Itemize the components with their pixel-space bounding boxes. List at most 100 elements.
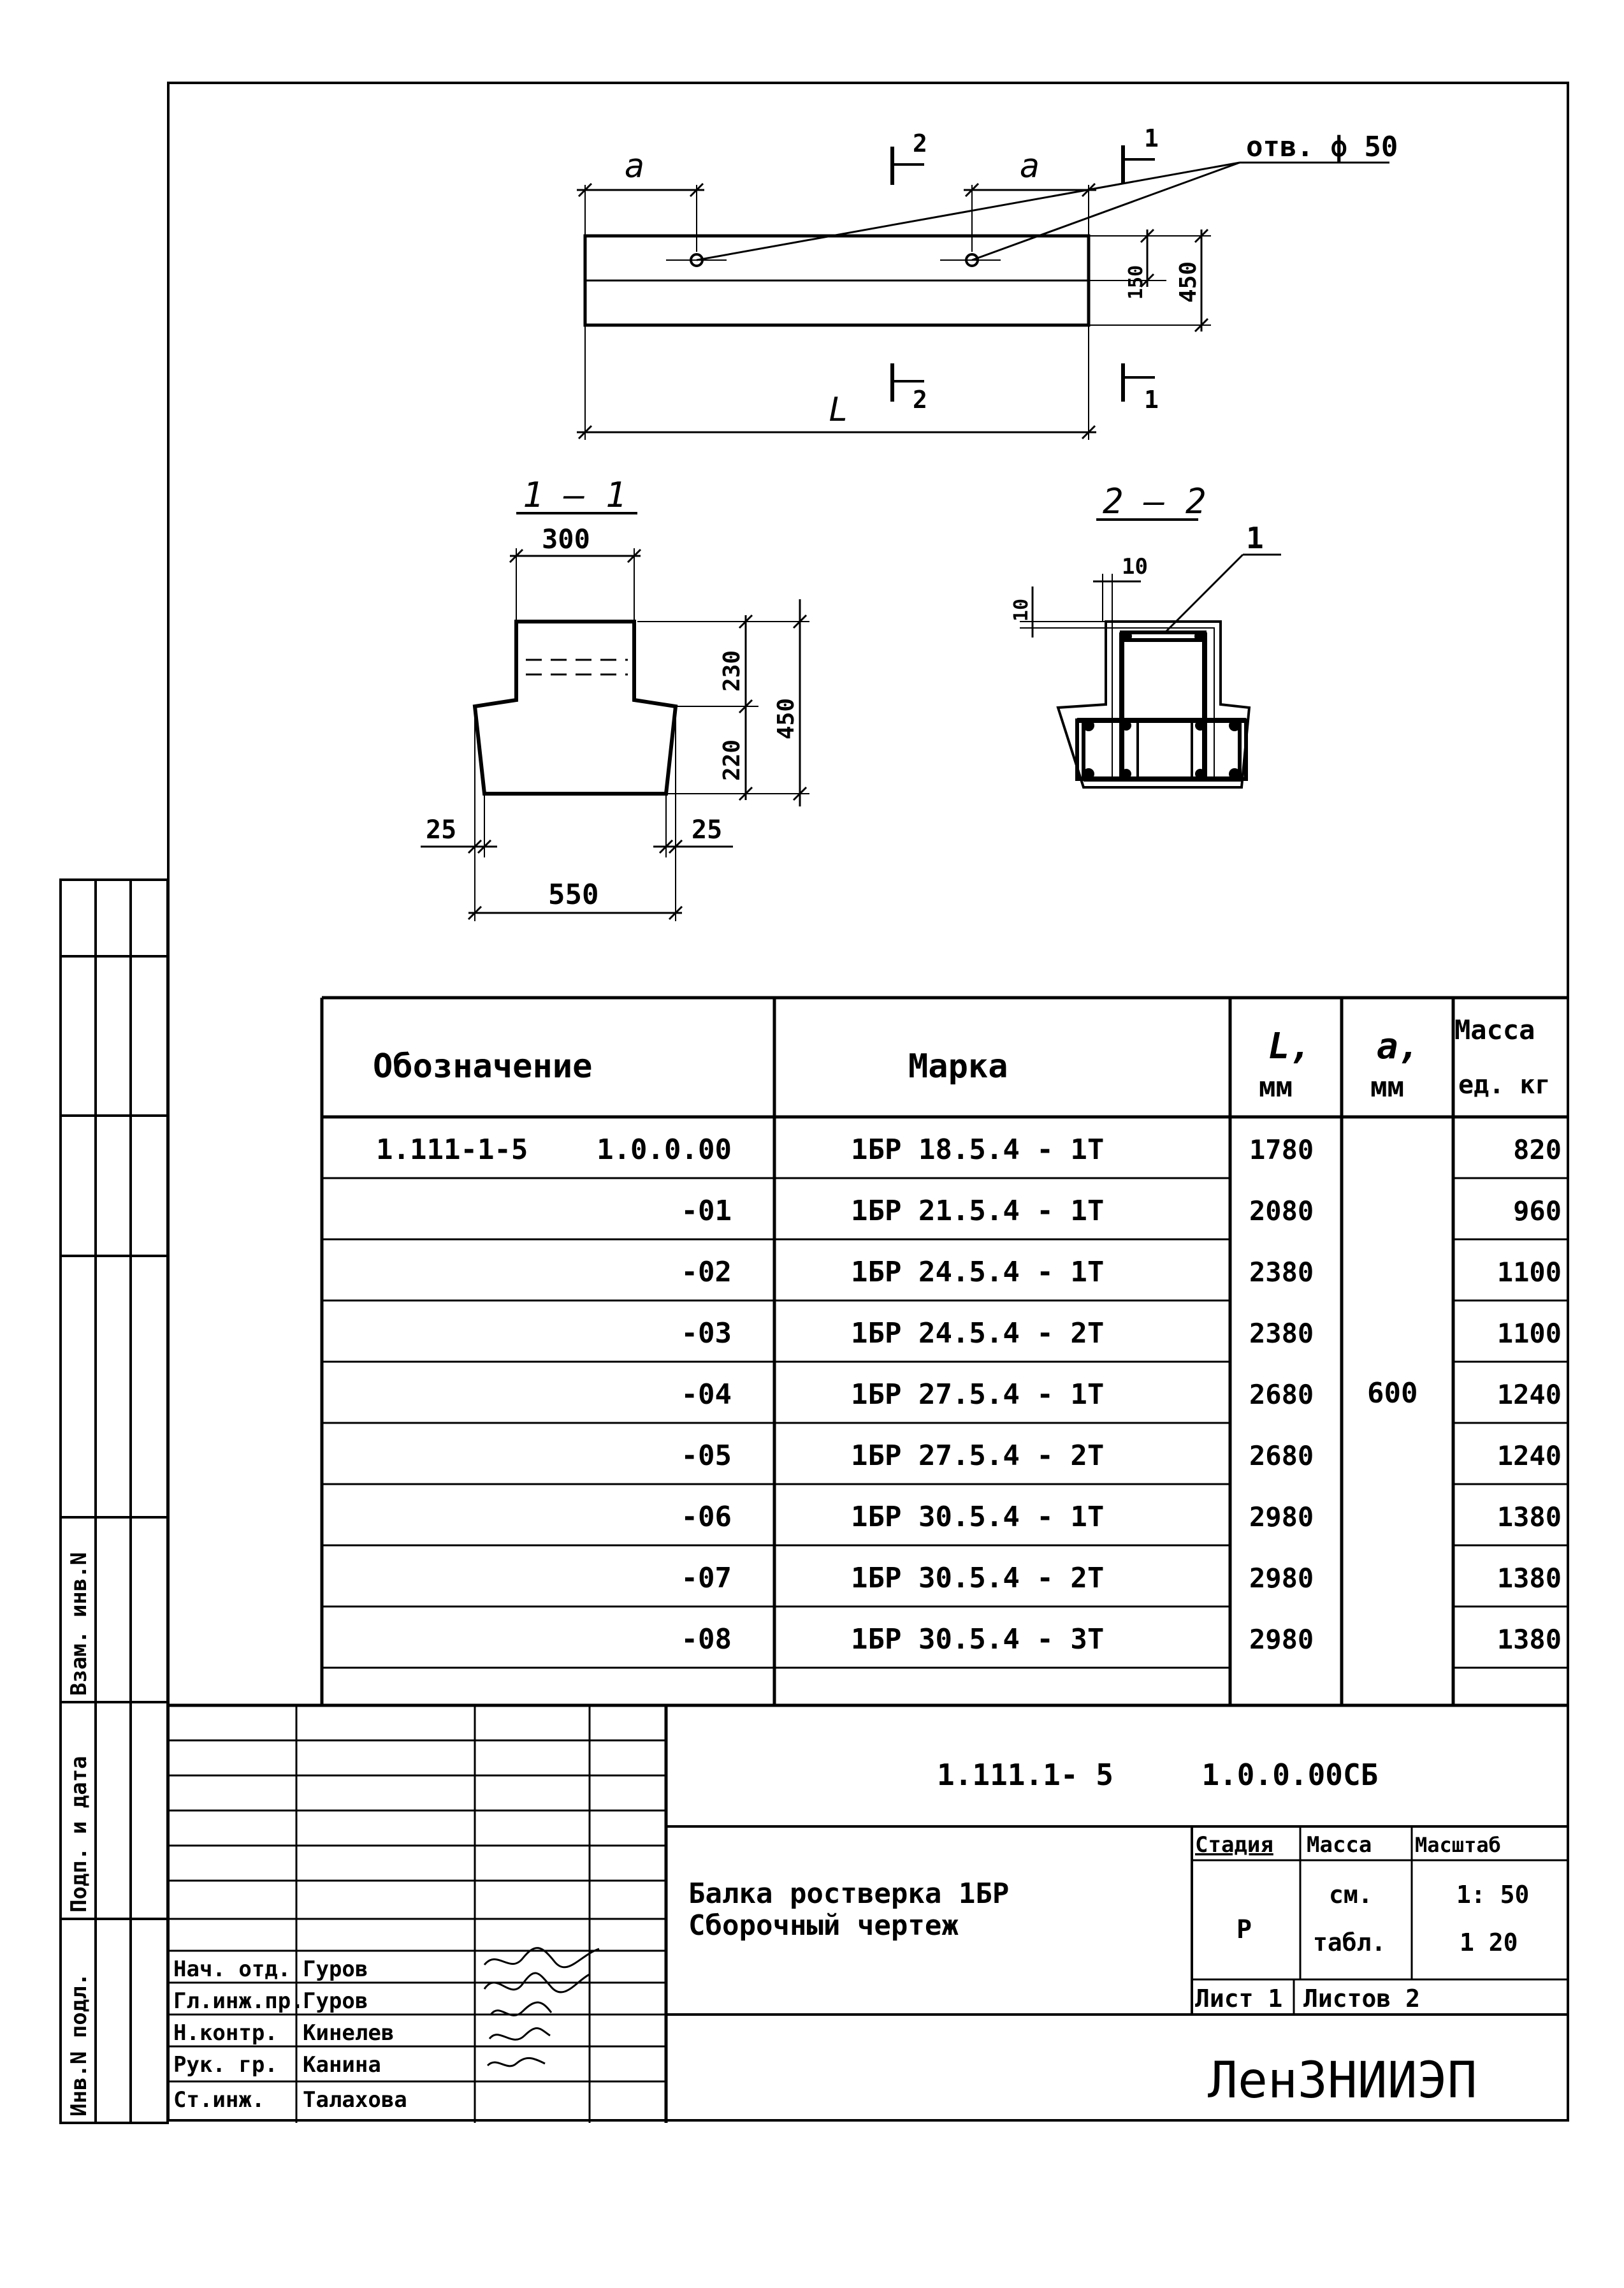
row-mass: 1240 bbox=[1497, 1440, 1562, 1471]
row-mass: 1380 bbox=[1497, 1563, 1562, 1594]
row-L: 2980 bbox=[1249, 1501, 1314, 1533]
org-name: ЛенЗНИИЭП bbox=[1208, 2052, 1477, 2109]
title-block-role-row: Ст.инж. Талахова bbox=[173, 2087, 407, 2113]
scale-label: Масштаб bbox=[1415, 1833, 1501, 1857]
table-row: -02 1БР 24.5.4 - 1Т 2380 1100 bbox=[681, 1256, 1562, 1288]
row-designation: -06 bbox=[681, 1501, 732, 1533]
row-mark: 1БР 24.5.4 - 1Т bbox=[851, 1256, 1104, 1288]
row-designation: -05 bbox=[681, 1439, 732, 1472]
stage-value: Р bbox=[1236, 1915, 1252, 1944]
row-designation: -04 bbox=[681, 1378, 732, 1411]
side-stamp-inv-podl: Инв.N подл. bbox=[66, 1973, 92, 2117]
cut2-top-label: 2 bbox=[913, 129, 927, 157]
row-L: 1780 bbox=[1249, 1134, 1314, 1165]
row-designation: -02 bbox=[681, 1256, 732, 1288]
row-mass: 1100 bbox=[1497, 1318, 1562, 1349]
row-mark: 1БР 21.5.4 - 1Т bbox=[851, 1195, 1104, 1227]
plan-hole-note: отв. ф 50 bbox=[1246, 131, 1398, 163]
table-row: -08 1БР 30.5.4 - 3Т 2980 1380 bbox=[681, 1623, 1562, 1656]
title-block-role-row: Н.контр. Кинелев bbox=[173, 2020, 394, 2046]
scale-value-2: 1 20 bbox=[1460, 1928, 1518, 1956]
plan-dim-L: L bbox=[829, 391, 848, 429]
role-label: Н.контр. bbox=[173, 2020, 278, 2046]
section22-title: 2 — 2 bbox=[1103, 481, 1207, 521]
section22-dim-10a: 10 bbox=[1122, 554, 1148, 579]
row-mark: 1БР 27.5.4 - 2Т bbox=[851, 1439, 1104, 1472]
row-designation: -01 bbox=[681, 1195, 732, 1227]
plan-dim-450: 450 bbox=[1175, 261, 1201, 303]
plan-dim-a2: a bbox=[1020, 147, 1040, 186]
row-mark: 1БР 24.5.4 - 2Т bbox=[851, 1317, 1104, 1350]
row-mass: 820 bbox=[1513, 1134, 1562, 1165]
row-L: 2680 bbox=[1249, 1440, 1314, 1471]
title-block-role-row: Рук. гр. Канина bbox=[173, 2052, 381, 2078]
header-L: L, bbox=[1268, 1026, 1311, 1067]
section11-dim-550: 550 bbox=[548, 878, 598, 911]
row-designation: -07 bbox=[681, 1562, 732, 1594]
plan-dim-150: 150 bbox=[1125, 265, 1147, 300]
role-person: Гуров bbox=[303, 1956, 368, 1982]
role-label: Ст.инж. bbox=[173, 2087, 265, 2113]
section11-dim-230: 230 bbox=[719, 650, 745, 692]
table-row: -01 1БР 21.5.4 - 1Т 2080 960 bbox=[681, 1195, 1562, 1227]
section11-dim-220: 220 bbox=[719, 740, 745, 781]
section11-title: 1 — 1 bbox=[523, 475, 627, 515]
section22-dim-10b: 10 bbox=[1010, 599, 1033, 622]
role-person: Талахова bbox=[303, 2087, 407, 2113]
role-person: Кинелев bbox=[303, 2020, 394, 2046]
title-line1: Балка ростверка 1БР bbox=[688, 1877, 1009, 1910]
row-mass: 1100 bbox=[1497, 1257, 1562, 1288]
header-mass-unit: ед. кг bbox=[1458, 1070, 1551, 1100]
header-L-unit: мм bbox=[1259, 1071, 1293, 1104]
row-mass: 1380 bbox=[1497, 1624, 1562, 1655]
row-L: 2980 bbox=[1249, 1624, 1314, 1655]
section11-dim-25-right: 25 bbox=[692, 815, 722, 845]
cut1-bottom-label: 1 bbox=[1144, 386, 1159, 414]
table-row: -05 1БР 27.5.4 - 2Т 2680 1240 bbox=[681, 1439, 1562, 1472]
row-designation: -08 bbox=[681, 1623, 732, 1656]
header-a: a, bbox=[1377, 1026, 1419, 1067]
cut2-bottom-label: 2 bbox=[913, 386, 927, 414]
title-block-role-row: Нач. отд. Гуров bbox=[173, 1956, 368, 1982]
section11-dim-25-left: 25 bbox=[426, 815, 456, 845]
table-row: -07 1БР 30.5.4 - 2Т 2980 1380 bbox=[681, 1562, 1562, 1594]
section11-dim-450: 450 bbox=[773, 698, 799, 740]
doc-code: 1.111.1- 5 1.0.0.00СБ bbox=[937, 1758, 1378, 1792]
header-a-unit: мм bbox=[1370, 1071, 1404, 1104]
row-mark: 1БР 30.5.4 - 3Т bbox=[851, 1623, 1104, 1656]
row-mark: 1БР 27.5.4 - 1Т bbox=[851, 1378, 1104, 1411]
row-mark: 1БР 30.5.4 - 2Т bbox=[851, 1562, 1104, 1594]
role-person: Гуров bbox=[303, 1988, 368, 2014]
sheets-label: Листов 2 bbox=[1303, 1985, 1420, 2013]
row-code: 1.111-1-5 bbox=[376, 1133, 528, 1166]
role-label: Рук. гр. bbox=[173, 2052, 278, 2078]
row-L: 2380 bbox=[1249, 1318, 1314, 1349]
title-block-role-row: Гл.инж.пр.Гуров bbox=[173, 1988, 368, 2014]
role-label: Гл.инж.пр. bbox=[173, 1988, 304, 2014]
mass-label: Масса bbox=[1307, 1832, 1372, 1858]
row-L: 2380 bbox=[1249, 1257, 1314, 1288]
mass-value-1: см. bbox=[1329, 1881, 1373, 1909]
sheet-label: Лист 1 bbox=[1195, 1985, 1282, 2013]
section22-leader-1: 1 bbox=[1246, 521, 1264, 555]
header-oboznachenie: Обозначение bbox=[373, 1047, 592, 1086]
signatures bbox=[483, 1947, 600, 2067]
role-label: Нач. отд. bbox=[173, 1956, 291, 1982]
row-L: 2080 bbox=[1249, 1195, 1314, 1227]
row-mark: 1БР 30.5.4 - 1Т bbox=[851, 1501, 1104, 1533]
plan-dim-a1: a bbox=[625, 147, 644, 186]
row-designation: 1.0.0.00 bbox=[597, 1133, 732, 1166]
row-L: 2980 bbox=[1249, 1563, 1314, 1594]
section11-dim-300: 300 bbox=[542, 523, 590, 555]
row-mass: 960 bbox=[1513, 1195, 1562, 1227]
a-value: 600 bbox=[1367, 1377, 1417, 1410]
mass-value-2: табл. bbox=[1313, 1928, 1386, 1956]
role-person: Канина bbox=[303, 2052, 381, 2078]
stage-label: Стадия bbox=[1195, 1832, 1273, 1858]
